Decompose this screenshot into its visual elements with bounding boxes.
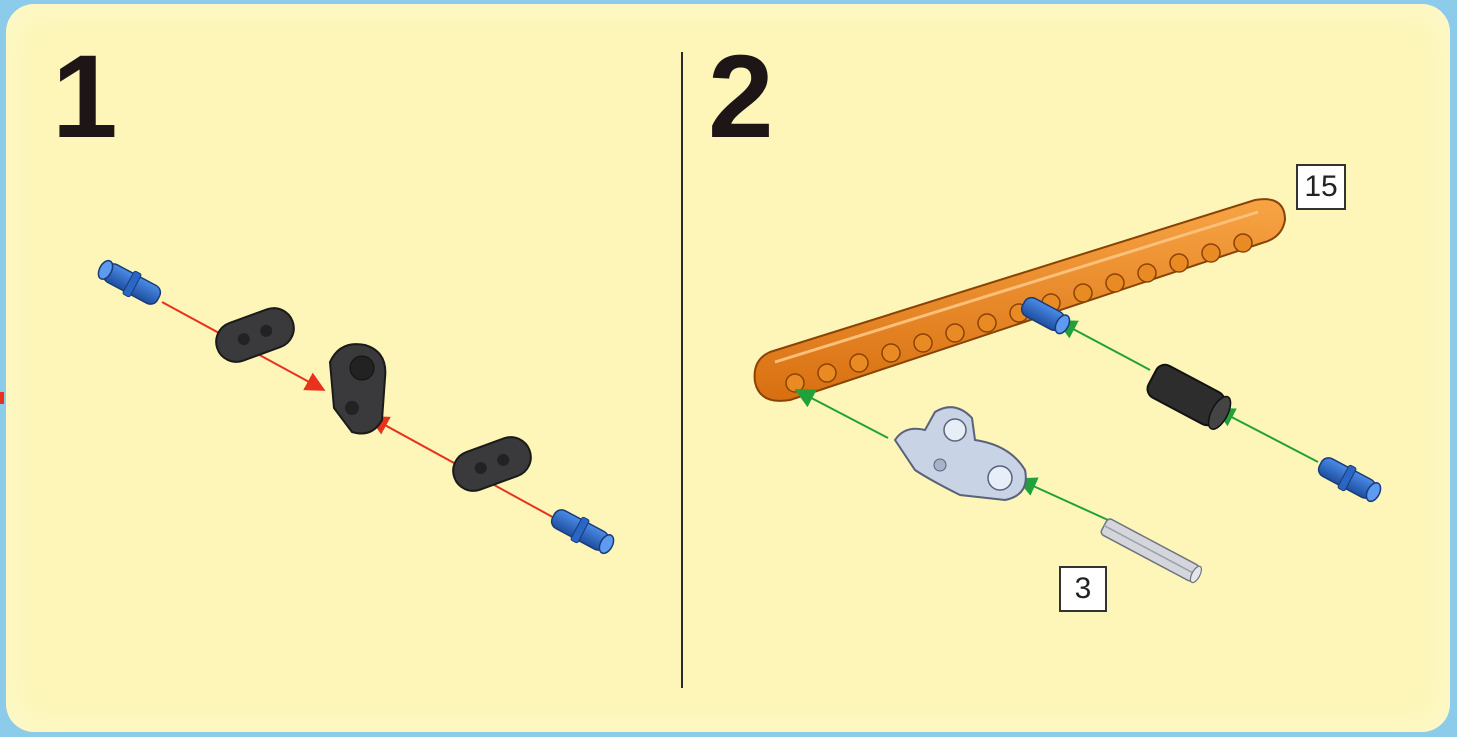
beam-length-callout: 15 [1296, 164, 1346, 210]
blue-pin-icon [550, 509, 615, 555]
axle-icon [1100, 518, 1203, 584]
blue-pin-icon [1317, 457, 1382, 503]
dark-connector-icon [215, 307, 295, 363]
dark-connector-icon [452, 436, 532, 492]
edge-marker [0, 392, 4, 404]
blue-pin-icon [97, 259, 162, 305]
blue-pin-icon [1020, 296, 1071, 335]
light-connector-icon [893, 406, 1027, 502]
orange-beam-icon [753, 198, 1287, 402]
bush-icon [1146, 363, 1232, 430]
step2-arrows [794, 320, 1319, 521]
axle-length-callout: 3 [1059, 566, 1107, 612]
step-divider [681, 52, 683, 688]
instruction-panel [6, 4, 1450, 732]
step-number-1: 1 [52, 31, 118, 163]
step-number-2: 2 [708, 31, 774, 163]
dark-connector-icon [328, 343, 387, 435]
